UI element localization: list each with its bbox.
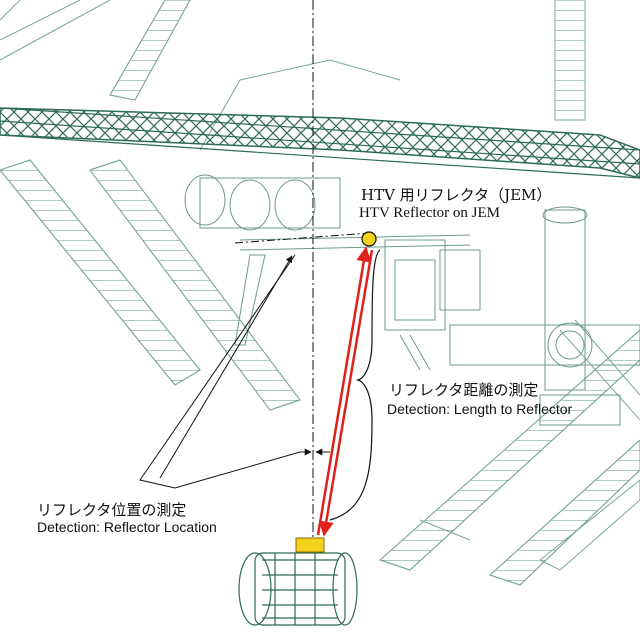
htv-reflector-label-jp: HTV 用リフレクタ（JEM） — [361, 186, 552, 204]
location-leader-arrow — [159, 255, 293, 479]
htv-reflector-label-en: HTV Reflector on JEM — [359, 205, 500, 221]
reflector-marker — [361, 231, 377, 247]
length-label-jp: リフレクタ距離の測定 — [389, 381, 539, 399]
length-label-en: Detection: Length to Reflector — [387, 401, 573, 417]
length-brace — [329, 249, 381, 521]
solar-array-structures — [0, 0, 640, 586]
htv-vehicle — [238, 552, 358, 626]
htv-sensor-box — [295, 537, 325, 553]
location-leader-lines — [139, 254, 301, 489]
laser-beam-down — [318, 249, 374, 537]
reflector-reference-line — [234, 232, 371, 244]
laser-beam-up — [316, 246, 372, 536]
main-truss — [0, 107, 640, 179]
location-label-en: Detection: Reflector Location — [37, 519, 217, 535]
jem-modules — [184, 174, 640, 426]
location-label-jp: リフレクタ位置の測定 — [37, 501, 187, 519]
